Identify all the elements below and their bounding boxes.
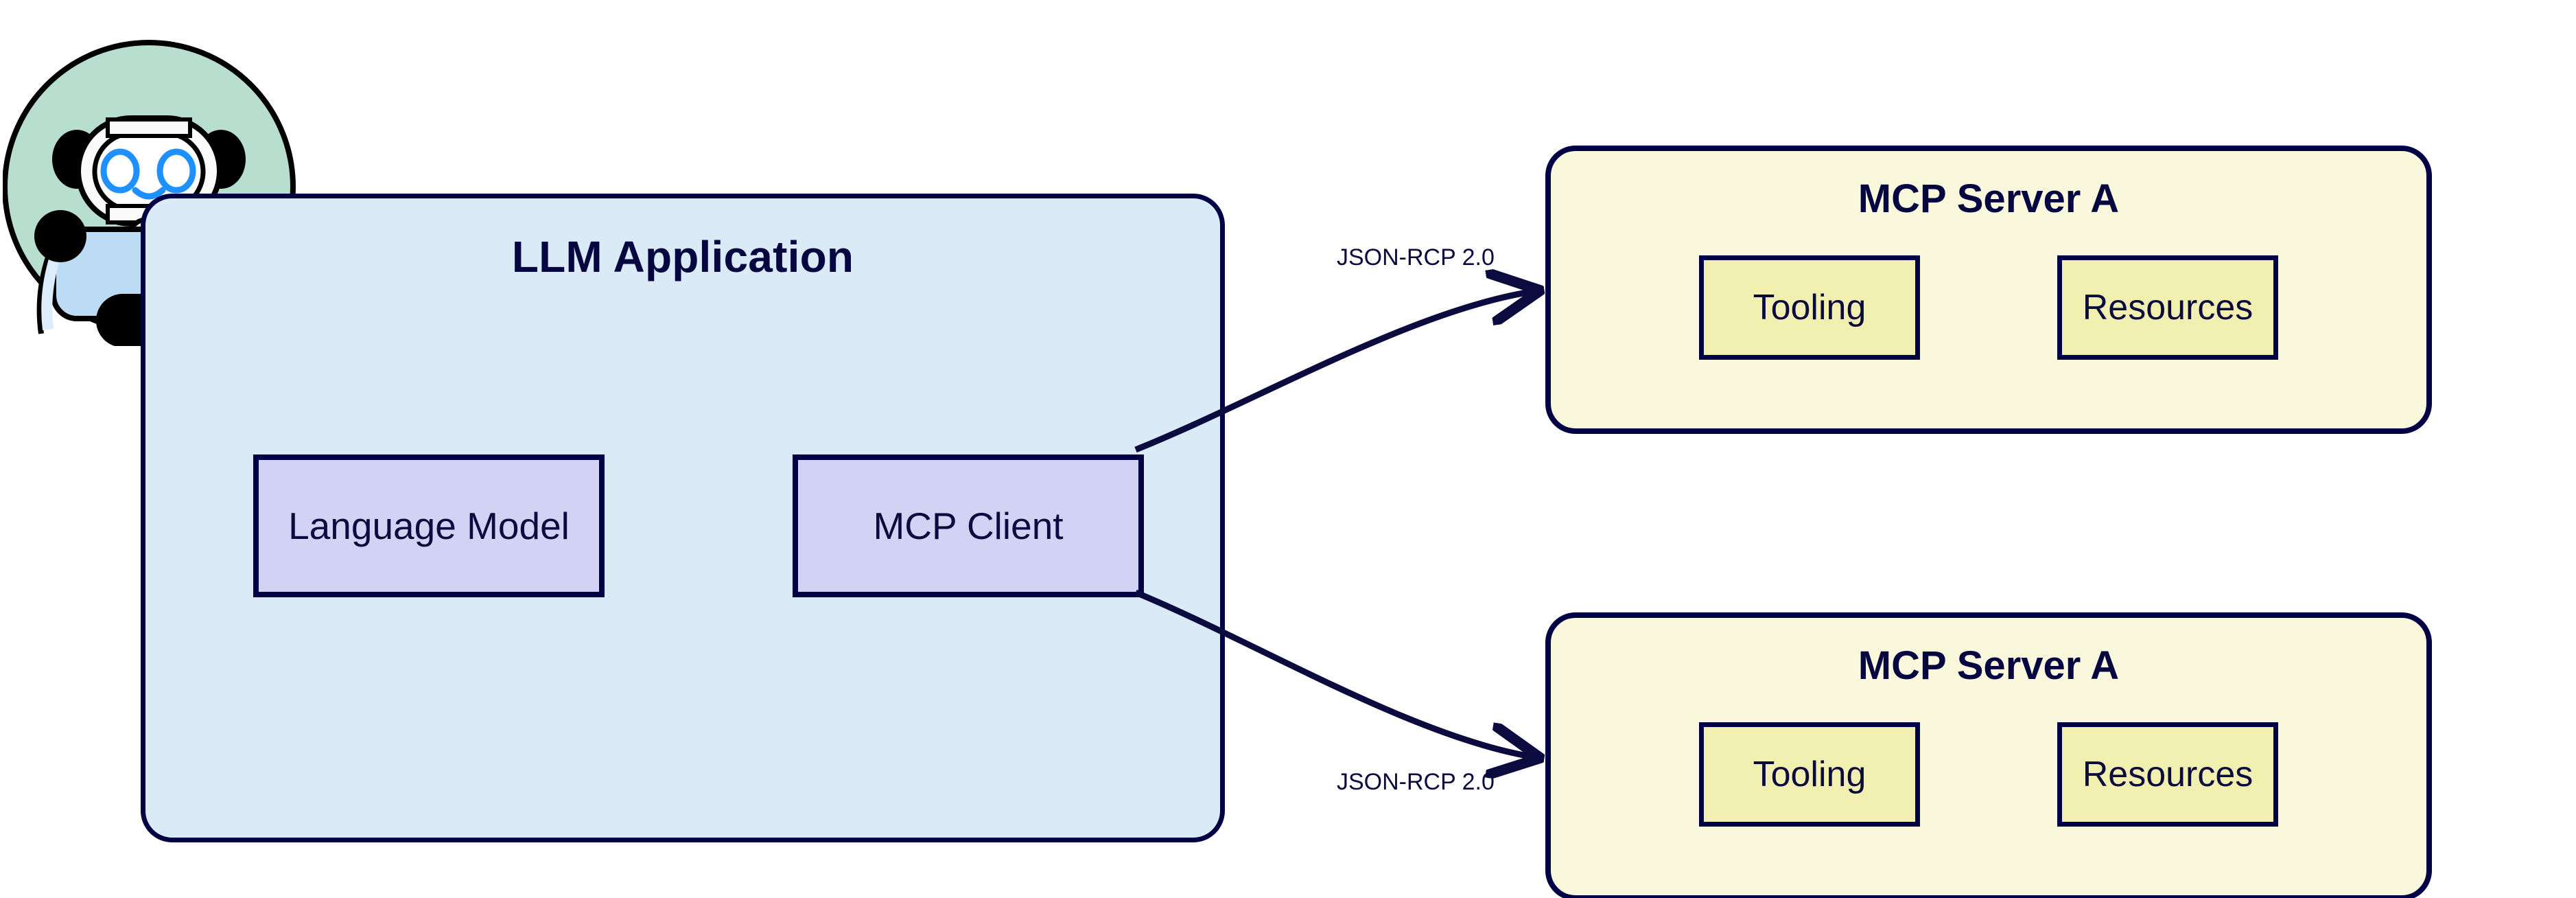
edge-label-json-rcp-top: JSON-RCP 2.0	[1337, 244, 1495, 270]
node-language-model-label: Language Model	[288, 505, 570, 547]
node-tooling-top-label: Tooling	[1753, 288, 1866, 327]
edge-label-json-rcp-bottom: JSON-RCP 2.0	[1337, 769, 1495, 795]
mcp-server-a-top-children: Tooling Resources	[1551, 255, 2426, 360]
mcp-server-a-bottom-children: Tooling Resources	[1551, 722, 2426, 827]
node-mcp-client[interactable]: MCP Client	[793, 454, 1144, 597]
node-language-model[interactable]: Language Model	[253, 454, 605, 597]
mcp-server-a-top-title: MCP Server A	[1858, 176, 2120, 221]
node-resources-top-label: Resources	[2082, 288, 2253, 327]
node-resources-bottom-label: Resources	[2082, 755, 2253, 794]
node-resources-top[interactable]: Resources	[2057, 255, 2278, 360]
mcp-server-a-top-container[interactable]: MCP Server A Tooling Resources	[1545, 146, 2432, 434]
node-tooling-bottom[interactable]: Tooling	[1699, 722, 1920, 827]
node-tooling-top[interactable]: Tooling	[1699, 255, 1920, 360]
node-tooling-bottom-label: Tooling	[1753, 755, 1866, 794]
node-mcp-client-label: MCP Client	[873, 505, 1064, 547]
mcp-server-a-bottom-container[interactable]: MCP Server A Tooling Resources	[1545, 612, 2432, 898]
mcp-server-a-bottom-title: MCP Server A	[1858, 643, 2120, 688]
llm-application-container[interactable]: LLM Application Language Model MCP Clien…	[141, 194, 1225, 842]
llm-application-title: LLM Application	[511, 232, 854, 281]
node-resources-bottom[interactable]: Resources	[2057, 722, 2278, 827]
